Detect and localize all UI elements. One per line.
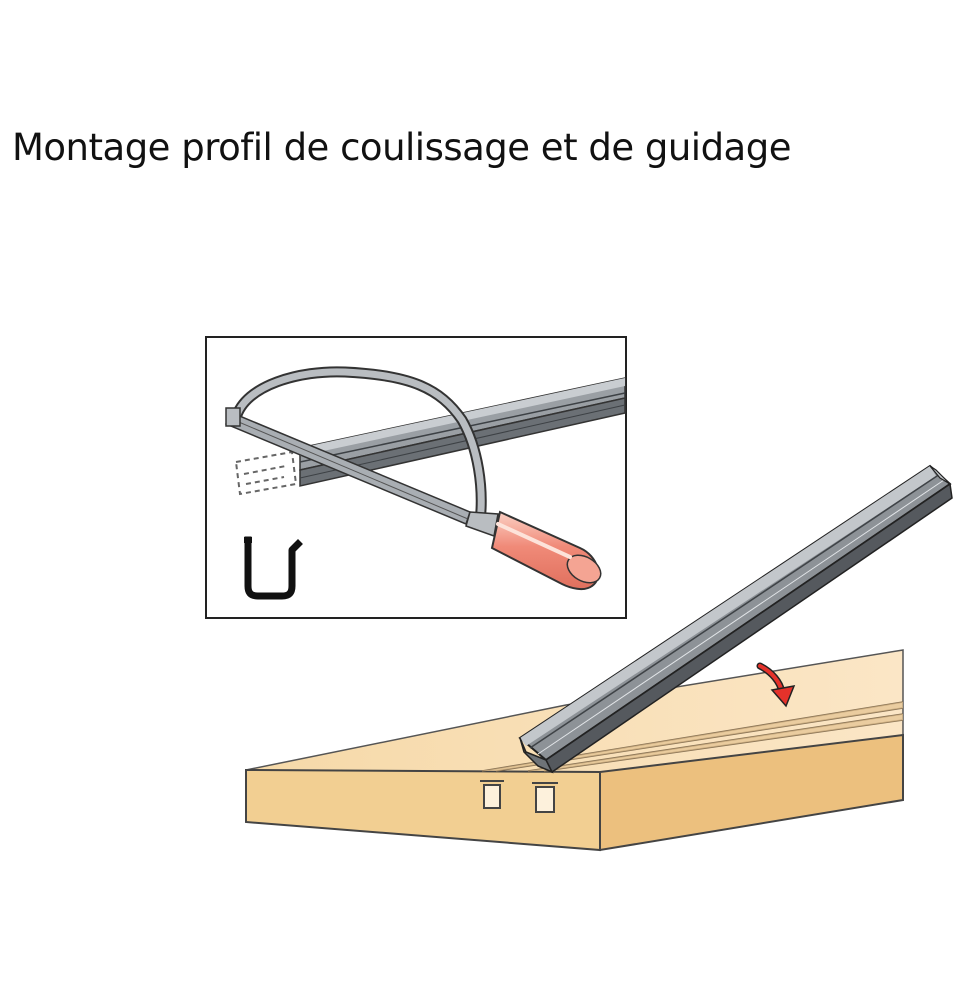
- u-profile-icon: [244, 536, 303, 600]
- hacksaw-icon: [225, 366, 602, 591]
- groove-notches: [480, 780, 558, 813]
- curved-arrow-icon: [756, 662, 796, 708]
- saw-handle: [490, 510, 602, 591]
- guide-profile: [518, 464, 953, 774]
- cut-piece: [234, 450, 298, 496]
- wood-side-face: [599, 733, 904, 852]
- wood-panel: [245, 649, 904, 852]
- inset-panel: [205, 336, 627, 619]
- page-title: Montage profil de coulissage et de guida…: [12, 126, 791, 169]
